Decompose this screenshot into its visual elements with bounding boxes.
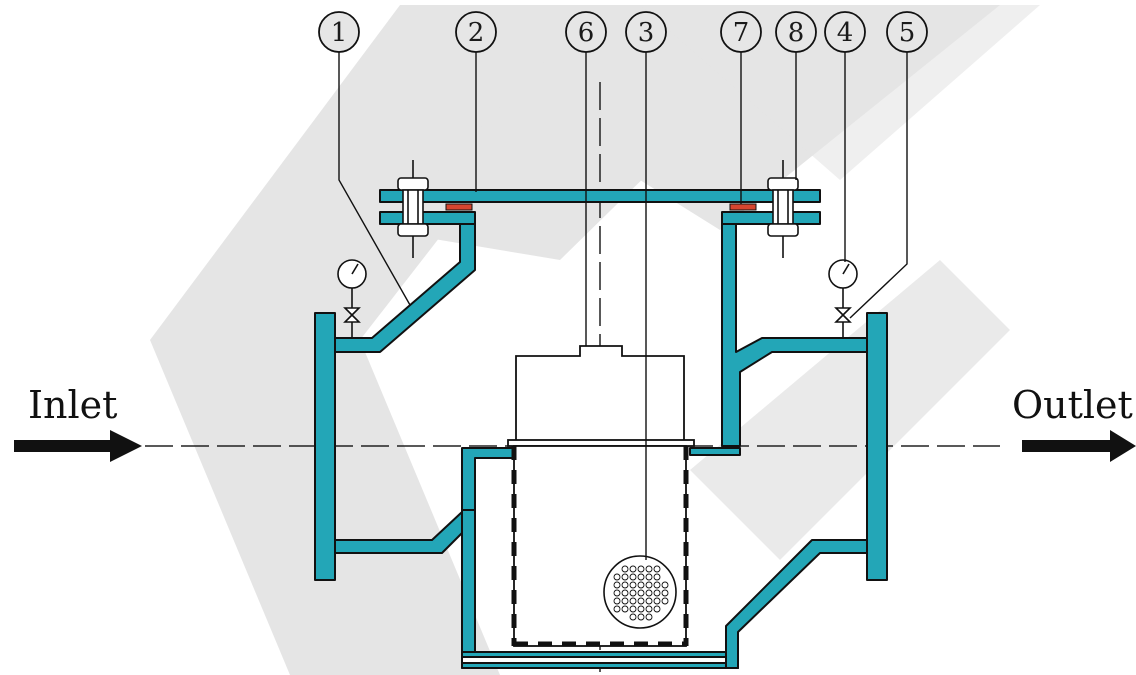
screen-hole xyxy=(629,605,637,613)
screen-hole xyxy=(645,597,653,605)
screen-hole xyxy=(613,597,621,605)
callout-number: 1 xyxy=(331,18,348,48)
screen-hole xyxy=(645,581,653,589)
callout-number: 3 xyxy=(638,18,655,48)
callout-circle xyxy=(886,11,928,53)
body-flange-right xyxy=(721,211,821,225)
screen-hole xyxy=(653,581,661,589)
screen-hole xyxy=(653,589,661,597)
chamber-left-wall xyxy=(461,509,476,653)
inlet-label: Inlet xyxy=(28,383,117,427)
screen-hole xyxy=(661,589,669,597)
callout-number: 8 xyxy=(788,18,805,48)
outlet-flange xyxy=(866,312,888,581)
basket-top xyxy=(515,345,685,446)
screen-hole xyxy=(629,613,637,621)
screen-hole xyxy=(645,565,653,573)
callout-number: 7 xyxy=(733,18,750,48)
screen-hole xyxy=(629,573,637,581)
screen-hole xyxy=(637,597,645,605)
screen-hole xyxy=(661,581,669,589)
right-lower-wall xyxy=(725,539,868,669)
callout-number: 6 xyxy=(578,18,595,48)
screen-hole xyxy=(637,565,645,573)
screen-hole xyxy=(637,613,645,621)
screen-hole xyxy=(637,573,645,581)
leader-lines xyxy=(338,52,908,560)
screen-hole xyxy=(613,573,621,581)
screen-hole xyxy=(621,597,629,605)
screen-hole xyxy=(621,573,629,581)
left-upper-wall xyxy=(334,223,476,353)
screen-hole xyxy=(613,581,621,589)
screen-hole xyxy=(653,605,661,613)
screen-hole xyxy=(645,573,653,581)
callout-circle xyxy=(625,11,667,53)
screen-hole xyxy=(645,605,653,613)
outlet-label: Outlet xyxy=(1012,383,1133,427)
right-upper-wall xyxy=(721,223,868,447)
inlet-flange xyxy=(314,312,336,581)
filter-screen-icon xyxy=(603,555,677,629)
cover-plate xyxy=(379,189,821,203)
callout-circle xyxy=(775,11,817,53)
gasket-left xyxy=(445,203,473,211)
bolt-icon xyxy=(397,160,429,258)
pressure-gauge-icon xyxy=(337,259,367,338)
callout-circle xyxy=(318,11,360,53)
callout-circle xyxy=(455,11,497,53)
callout-circle xyxy=(824,11,866,53)
screen-hole xyxy=(621,565,629,573)
screen-hole xyxy=(629,565,637,573)
gaskets xyxy=(445,203,757,211)
strainer-body xyxy=(314,189,888,669)
arrow-right-icon xyxy=(14,430,142,462)
screen-hole xyxy=(629,589,637,597)
right-mid-wall xyxy=(689,447,741,456)
screen-hole xyxy=(621,581,629,589)
callout-number: 4 xyxy=(837,18,854,48)
pressure-gauge-icon xyxy=(828,259,858,338)
screen-hole xyxy=(637,589,645,597)
callout-circle xyxy=(720,11,762,53)
callout-circle xyxy=(565,11,607,53)
screen-hole xyxy=(653,565,661,573)
screen-hole xyxy=(629,597,637,605)
screen-hole xyxy=(629,581,637,589)
screen-hole xyxy=(645,589,653,597)
screen-hole xyxy=(637,581,645,589)
screen-hole xyxy=(621,589,629,597)
callout-number: 5 xyxy=(899,18,916,48)
body-flange-left xyxy=(379,211,476,225)
arrow-right-icon xyxy=(1022,430,1136,462)
bolt-icon xyxy=(767,160,799,258)
gasket-right xyxy=(729,203,757,211)
screen-hole xyxy=(661,597,669,605)
callout-number: 2 xyxy=(468,18,485,48)
screen-hole xyxy=(613,605,621,613)
callouts: 1 2 6 3 7 8 4 5 xyxy=(318,11,928,53)
screen-hole xyxy=(637,605,645,613)
screen-hole xyxy=(645,613,653,621)
screen-hole xyxy=(613,589,621,597)
screen-hole xyxy=(653,597,661,605)
screen-hole xyxy=(653,573,661,581)
screen-hole xyxy=(621,605,629,613)
